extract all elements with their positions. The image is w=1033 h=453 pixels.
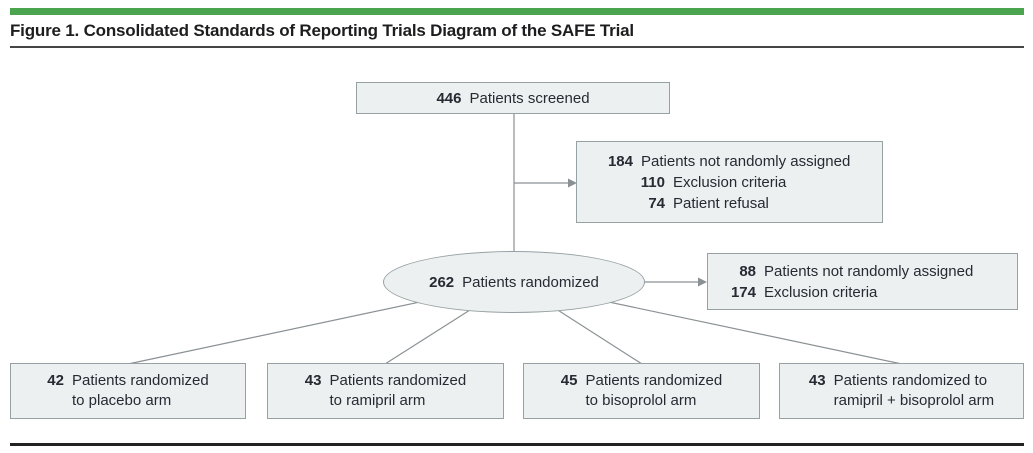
arm-label-line1: Patients randomized <box>71 372 209 389</box>
box-not-randomly-assigned-1: 184 Patients not randomly assigned 110 E… <box>576 141 883 223</box>
exclusion-line: 74 Patient refusal <box>648 194 769 212</box>
arm-count: 42 <box>47 372 64 389</box>
box-arm-placebo: 42 Patients randomized to placebo arm <box>10 363 246 419</box>
arrowhead-not-assigned-2 <box>698 277 707 287</box>
screened-count: 446 <box>436 89 462 107</box>
arrowhead-not-assigned-1 <box>568 178 577 188</box>
arm-count: 43 <box>304 372 322 389</box>
arm-label-line1: Patients randomized <box>585 372 723 389</box>
arm-label-line2: to ramipril arm <box>329 392 426 409</box>
exclusion-line: 174 Exclusion criteria <box>730 283 878 301</box>
screened-label: Patients screened <box>469 89 590 107</box>
box-arm-ramipril: 43 Patients randomized to ramipril arm <box>267 363 504 419</box>
box-arm-bisoprolol: 45 Patients randomized to bisoprolol arm <box>523 363 760 419</box>
exclusion-line: 88 Patients not randomly assigned <box>739 262 974 280</box>
box-patients-screened: 446 Patients screened <box>356 82 670 114</box>
arm-label-line1: Patients randomized to <box>833 372 988 389</box>
arm-count: 45 <box>560 372 578 389</box>
randomized-count: 262 <box>429 273 455 291</box>
title-rule <box>10 46 1024 48</box>
randomized-label: Patients randomized <box>462 273 599 291</box>
exclusion-line: 110 Exclusion criteria <box>640 173 787 191</box>
arm-count: 43 <box>808 372 826 389</box>
exclusion-line: 184 Patients not randomly assigned <box>607 152 851 170</box>
title-accent-bar <box>10 8 1024 15</box>
box-not-randomly-assigned-2: 88 Patients not randomly assigned 174 Ex… <box>707 253 1018 310</box>
arm-label-line2: to placebo arm <box>71 392 172 409</box>
box-arm-ramipril-bisoprolol: 43 Patients randomized to ramipril + bis… <box>779 363 1024 419</box>
figure-title: Figure 1. Consolidated Standards of Repo… <box>10 21 634 40</box>
arm-label-line2: ramipril + bisoprolol arm <box>833 392 995 409</box>
figure-bottom-rule <box>10 443 1024 446</box>
ellipse-patients-randomized: 262 Patients randomized <box>383 251 645 313</box>
arm-label-line2: to bisoprolol arm <box>585 392 697 409</box>
arm-label-line1: Patients randomized <box>329 372 467 389</box>
